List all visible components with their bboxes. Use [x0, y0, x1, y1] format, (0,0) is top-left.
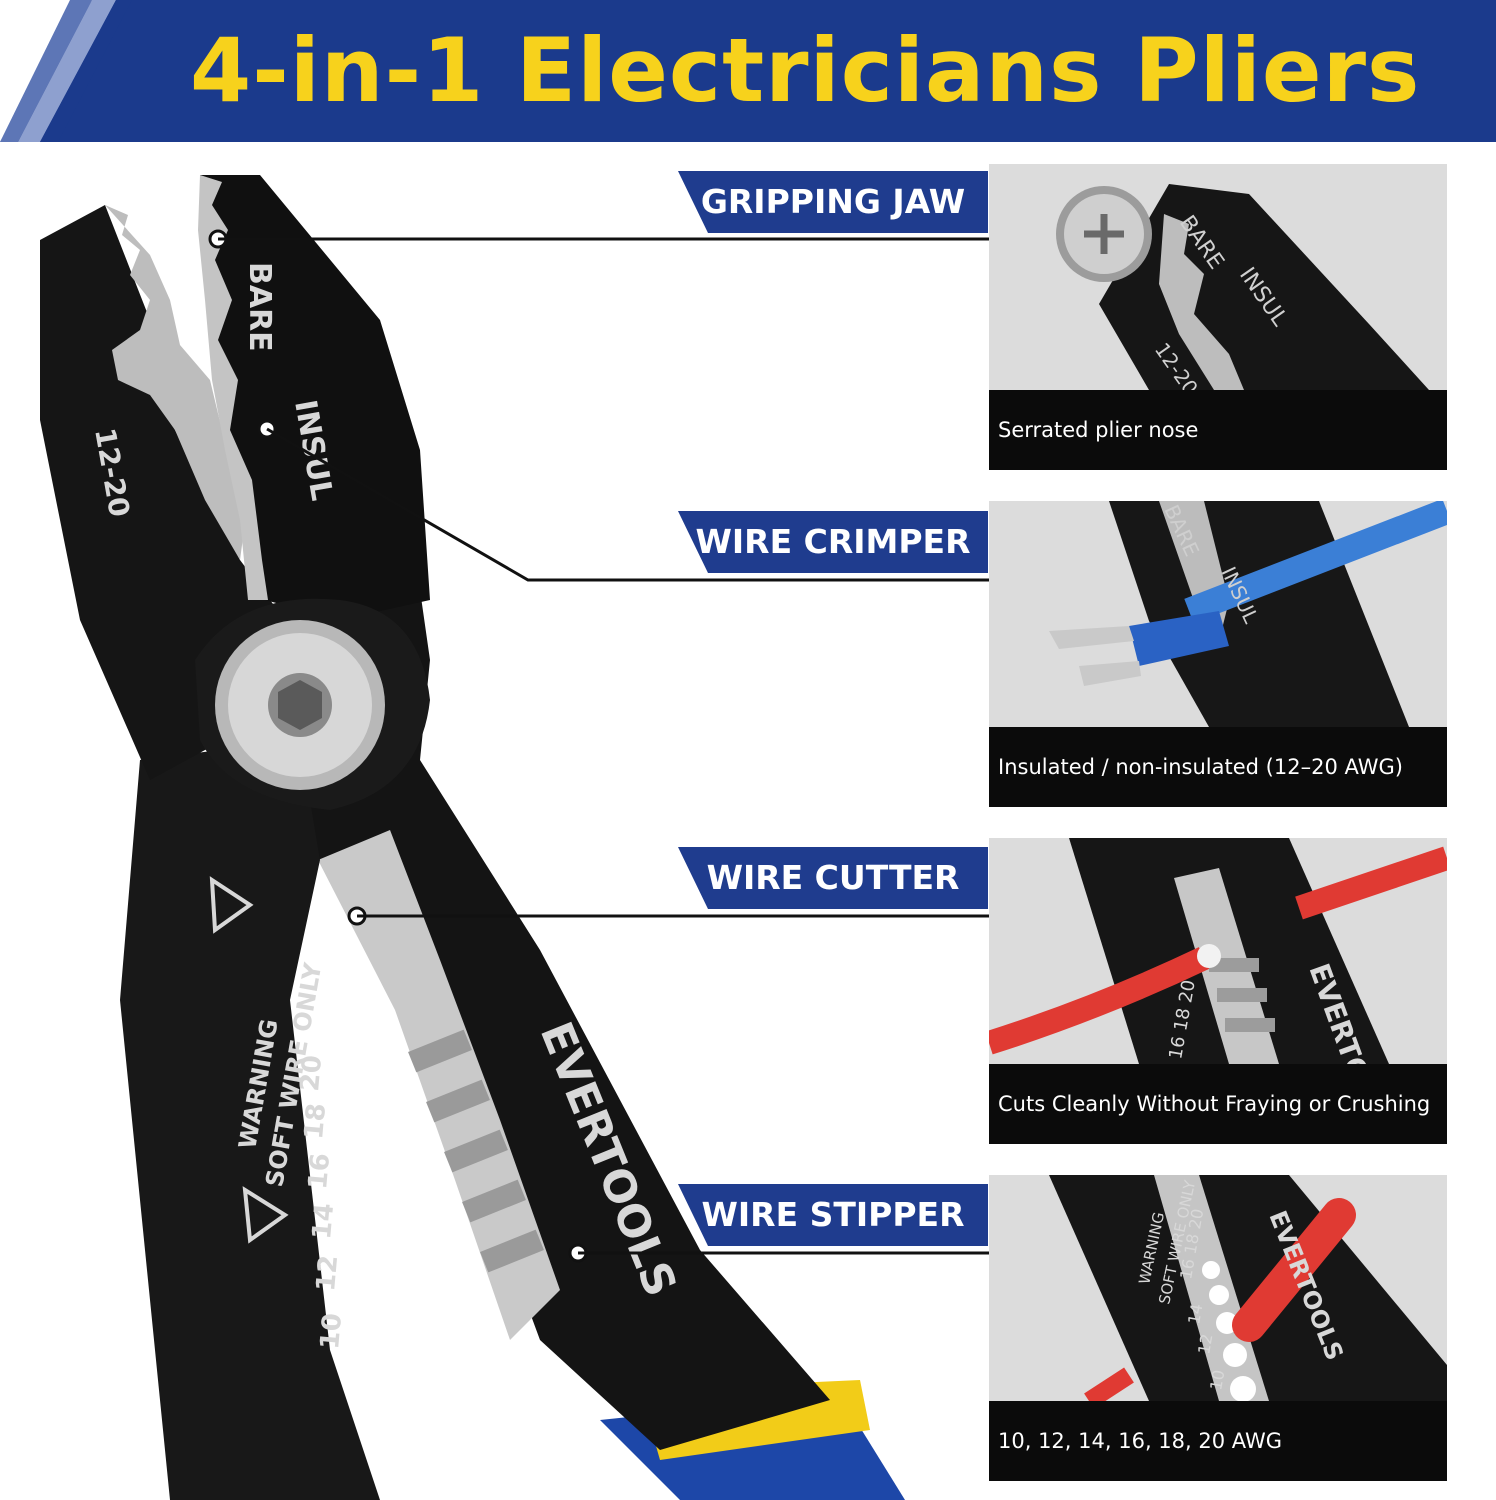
gauge-label: 18: [299, 1102, 332, 1141]
panel-wire-crimper: BARE INSUL Insulated / non-insulated (12…: [989, 501, 1447, 807]
gauge-label: 10: [315, 1312, 348, 1351]
panel-marking: 12: [1194, 1332, 1216, 1355]
panel-gripping-jaw: BARE INSUL 12-20 Serrated plier nose: [989, 164, 1447, 470]
panel-marking: 14: [1184, 1302, 1206, 1325]
gauge-label: 12: [311, 1254, 344, 1293]
banner-background: [0, 0, 1496, 142]
tag-gripping-jaw: GRIPPING JAW: [678, 171, 988, 233]
panel-image: BARE INSUL: [989, 501, 1447, 727]
gauge-label: 16: [303, 1152, 336, 1191]
tag-label: GRIPPING JAW: [700, 182, 966, 221]
gauge-label: 14: [307, 1202, 340, 1241]
tag-wire-crimper: WIRE CRIMPER: [678, 511, 988, 573]
tag-wire-cutter: WIRE CUTTER: [678, 847, 988, 909]
panel-wire-stripper: EVERTOOLS WARNING SOFT WIRE ONLY 16 18 2…: [989, 1175, 1447, 1481]
plier-illustration: BARE INSUL 12-20 WARNING SOFT WIRE ONLY …: [40, 175, 990, 1500]
panel-marking: 10: [1206, 1368, 1228, 1391]
panel-caption: Cuts Cleanly Without Fraying or Crushing: [989, 1064, 1447, 1144]
panel-caption: 10, 12, 14, 16, 18, 20 AWG: [989, 1401, 1447, 1481]
panel-wire-cutter: EVERTO 16 18 20 Cuts Cleanly Without Fra…: [989, 838, 1447, 1144]
panel-image: EVERTO 16 18 20: [989, 838, 1447, 1064]
page-title: 4-in-1 Electricians Pliers: [190, 19, 1421, 122]
tag-wire-stripper: WIRE STIPPER: [678, 1184, 988, 1246]
tag-label: WIRE CUTTER: [706, 858, 960, 897]
panel-caption: Serrated plier nose: [989, 390, 1447, 470]
marking-bare: BARE: [242, 262, 277, 352]
panel-caption: Insulated / non-insulated (12–20 AWG): [989, 727, 1447, 807]
tag-label: WIRE CRIMPER: [695, 522, 971, 561]
panel-image: EVERTOOLS WARNING SOFT WIRE ONLY 16 18 2…: [989, 1175, 1447, 1401]
tag-label: WIRE STIPPER: [701, 1195, 965, 1234]
panel-image: BARE INSUL 12-20: [989, 164, 1447, 390]
gauge-labels: 20 18 16 14 12 10: [295, 1054, 348, 1351]
header-banner: 4-in-1 Electricians Pliers: [0, 0, 1496, 142]
gauge-label: 20: [295, 1054, 328, 1093]
